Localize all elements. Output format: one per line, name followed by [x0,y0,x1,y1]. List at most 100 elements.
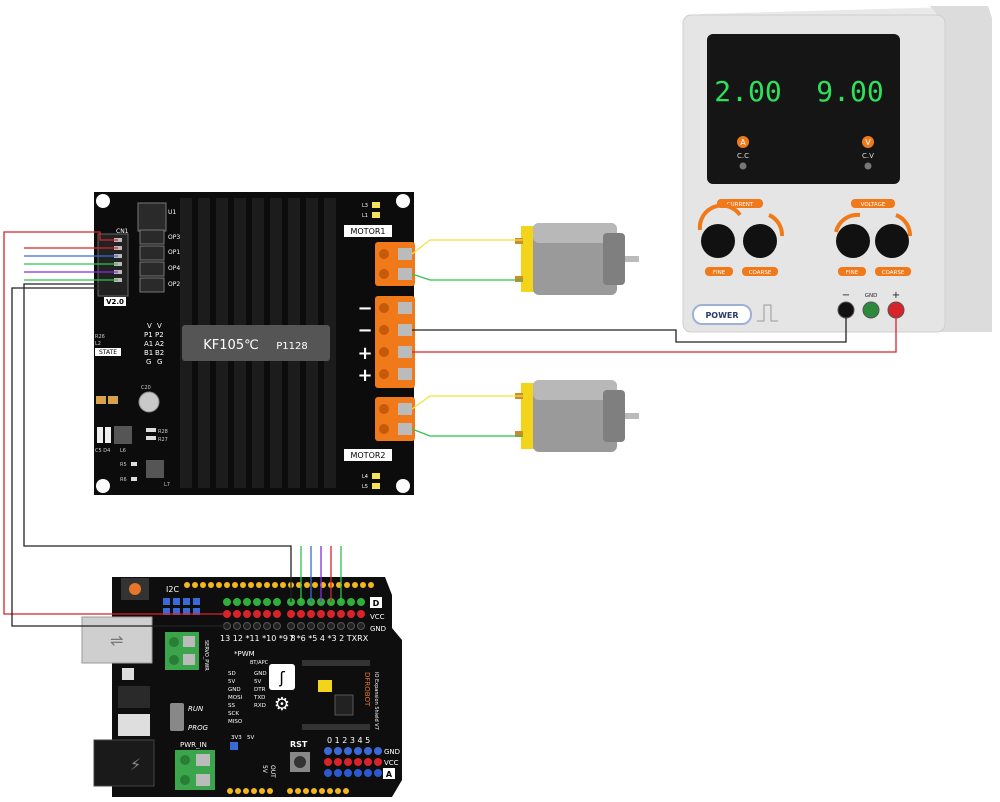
arduino-io-shield: ⇌ ⚡ I2C [81,577,402,797]
analog-header [324,747,382,777]
analog-pin-labels: 0 1 2 3 4 5 [327,736,370,745]
svg-text:−: − [357,320,372,341]
logo-icon: ʃ [278,668,285,687]
dc-jack[interactable] [93,739,155,787]
svg-text:SD: SD [228,671,236,677]
svg-text:V: V [147,322,152,330]
switch-l7[interactable] [146,460,164,478]
svg-text:GND: GND [228,687,241,693]
svg-text:GND: GND [370,625,386,633]
svg-text:A: A [386,770,393,779]
svg-text:DTR: DTR [254,687,266,693]
svg-text:P1128: P1128 [276,341,307,352]
power-button[interactable] [692,304,752,325]
current-coarse-knob[interactable] [743,224,777,258]
svg-text:R5: R5 [120,462,127,468]
motor2-terminal-block [375,397,415,441]
svg-text:COARSE: COARSE [882,270,905,276]
motor2-label: MOTOR2 [350,451,385,460]
svg-text:POWER: POWER [705,311,738,320]
svg-text:B2: B2 [155,349,164,357]
svg-text:L6: L6 [120,448,126,454]
svg-text:+: + [892,290,900,301]
svg-text:L4: L4 [362,474,368,480]
svg-text:PROG: PROG [188,724,209,732]
version-label: V2.0 [106,298,124,306]
dc-motor-1 [515,223,639,295]
motor2-wire-yellow [411,395,523,410]
run-prog-switch[interactable] [170,703,184,731]
motor1-wire-green [411,273,523,281]
voltage-coarse-knob[interactable] [875,224,909,258]
svg-text:−: − [357,298,372,319]
svg-text:5V: 5V [228,679,235,685]
heatsink-label-plate [182,325,330,361]
current-unit-badge [737,136,749,148]
svg-text:3V3: 3V3 [231,735,242,741]
svg-text:G: G [157,358,162,366]
motor1-terminal-block [375,242,415,286]
gnd-terminal[interactable] [862,301,880,319]
svg-text:SERVO_PWR: SERVO_PWR [203,640,209,671]
svg-text:A1: A1 [144,340,153,348]
cc-led [739,162,747,170]
svg-text:L3: L3 [362,203,368,209]
svg-text:VCC: VCC [384,759,399,767]
current-fine-knob[interactable] [701,224,735,258]
psu-negative-wire [412,318,847,343]
svg-text:DFROBOT: DFROBOT [363,672,371,707]
svg-text:GND: GND [384,748,400,756]
svg-text:*PWM: *PWM [234,650,255,658]
motor1-wire-yellow [411,239,523,255]
svg-text:R6: R6 [120,477,127,483]
chip-u1 [137,202,167,232]
svg-text:L2: L2 [95,341,101,347]
svg-text:RUN: RUN [188,705,204,713]
logo-badge [269,664,295,690]
positive-terminal[interactable] [887,301,905,319]
cc-label: C.C [737,152,749,160]
switch-l6[interactable] [114,426,132,444]
power-terminal-block [375,296,415,388]
svg-text:OP1: OP1 [168,249,180,256]
motor1-label: MOTOR1 [350,227,385,236]
svg-text:B1: B1 [144,349,153,357]
svg-text:KF105℃: KF105℃ [203,338,258,353]
svg-text:C20: C20 [141,385,151,391]
svg-text:V: V [157,322,162,330]
gear-icon: ⚙ [274,694,290,715]
svg-text:GND: GND [254,671,267,677]
svg-text:G: G [146,358,151,366]
svg-text:+: + [357,343,372,364]
capacitor-c20 [138,391,160,413]
svg-text:SS: SS [228,703,235,709]
digital-pin-labels-2: 7 *6 *5 4 *3 2 TXRX [289,634,369,643]
usb-port[interactable] [81,616,153,664]
negative-terminal[interactable] [837,301,855,319]
reset-button[interactable] [129,583,141,595]
svg-text:V: V [865,138,871,147]
svg-text:L1: L1 [362,213,368,219]
digital-pin-labels: 13 12 *11 *10 *9 8 [220,634,296,643]
svg-text:R28: R28 [158,429,168,435]
svg-text:R26: R26 [95,334,105,340]
svg-text:5V: 5V [247,735,254,741]
svg-text:FINE: FINE [713,270,726,276]
dc-motor-2 [515,380,639,452]
svg-text:VCC: VCC [370,613,385,621]
wires [3,231,897,627]
display-panel [707,34,900,184]
svg-text:R27: R27 [158,437,168,443]
signal-wire-black [23,283,292,602]
svg-text:L7: L7 [164,482,170,488]
digital-header [223,598,365,630]
svg-text:D: D [373,599,380,608]
svg-text:PWR_IN: PWR_IN [180,741,207,749]
svg-text:C5 D4: C5 D4 [95,448,110,454]
svg-text:L5: L5 [362,484,368,490]
svg-text:MISO: MISO [228,719,243,725]
logic-vcc-wire [3,231,227,615]
voltage-fine-knob[interactable] [836,224,870,258]
svg-text:IO Expansion Shield V7: IO Expansion Shield V7 [373,672,379,730]
